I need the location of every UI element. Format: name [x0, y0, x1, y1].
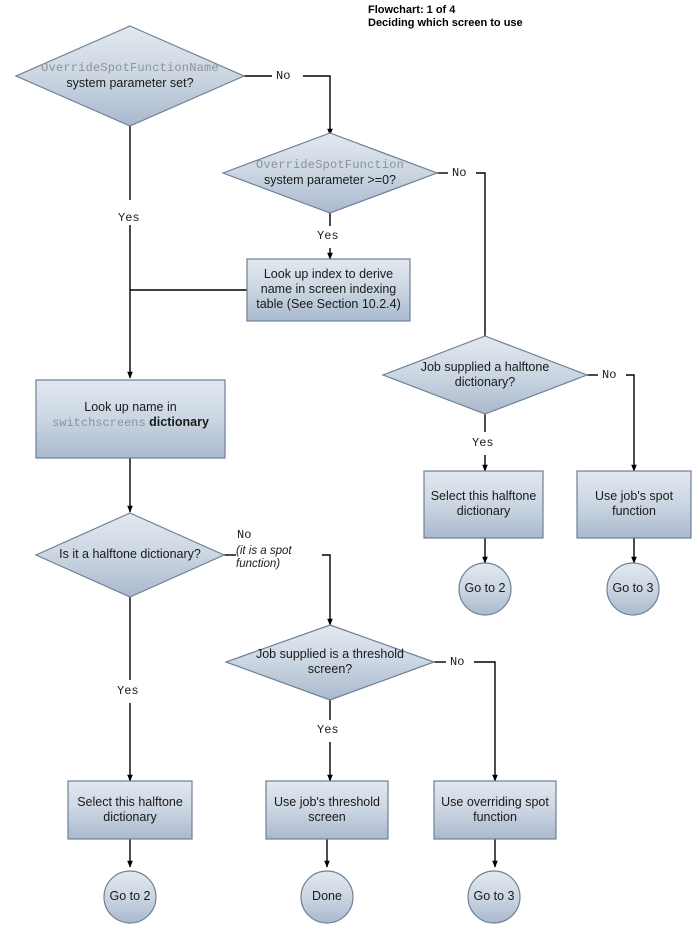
edge-label-d3-no-note: (it is a spot function) [236, 545, 292, 570]
edge-d5-no [474, 661, 498, 782]
process-use-jobs-threshold-screen[interactable] [265, 780, 389, 840]
process-lookup-index[interactable] [246, 258, 411, 322]
edge-label-d3-no: No [237, 528, 252, 542]
decision-override-spot-function-ge0[interactable] [221, 132, 439, 214]
edge-label-d1-yes: Yes [118, 211, 140, 225]
terminator-goto2-left[interactable] [103, 870, 157, 924]
terminator-goto2-right[interactable] [458, 562, 512, 616]
terminator-done[interactable] [300, 870, 354, 924]
terminator-goto3-right[interactable] [606, 562, 660, 616]
edge-label-d1-no: No [276, 69, 291, 83]
process-select-this-halftone-dictionary-left[interactable] [67, 780, 193, 840]
edge-d2-no [476, 172, 488, 375]
edge-label-d2-no: No [452, 166, 467, 180]
flowchart-title-line2: Deciding which screen to use [368, 17, 523, 29]
process-use-jobs-spot-function[interactable] [576, 470, 692, 539]
flowchart-title-line1: Flowchart: 1 of 4 [368, 4, 456, 16]
flowchart-title: Flowchart: 1 of 4 Deciding which screen … [368, 4, 523, 30]
edge-label-d5-yes: Yes [317, 723, 339, 737]
terminator-goto3-bottom[interactable] [467, 870, 521, 924]
edge-d4-no [626, 374, 637, 472]
terminator-goto3-right-label: Go to 3 [612, 581, 654, 595]
decision-override-spot-function-name[interactable] [14, 25, 246, 127]
process-use-overriding-spot-function[interactable] [433, 780, 557, 840]
edge-label-d5-no: No [450, 655, 465, 669]
process-lookup-name[interactable] [35, 379, 226, 459]
edge-label-d3-yes: Yes [117, 684, 139, 698]
edge-label-d4-no: No [602, 368, 617, 382]
decision-job-supplied-threshold-screen[interactable] [224, 624, 436, 701]
terminator-goto3-bottom-label: Go to 3 [473, 889, 515, 903]
process-select-this-halftone-dictionary-right[interactable] [423, 470, 544, 539]
decision-is-halftone-dictionary[interactable] [34, 512, 226, 598]
terminator-goto2-left-label: Go to 2 [109, 889, 151, 903]
edge-label-d2-yes: Yes [317, 229, 339, 243]
terminator-done-label: Done [312, 889, 342, 903]
edge-label-d4-yes: Yes [472, 436, 494, 450]
edge-d1-no [303, 75, 333, 136]
edge-d3-no [322, 554, 333, 626]
terminator-goto2-right-label: Go to 2 [464, 581, 506, 595]
decision-job-supplied-halftone-dictionary[interactable] [381, 335, 589, 415]
